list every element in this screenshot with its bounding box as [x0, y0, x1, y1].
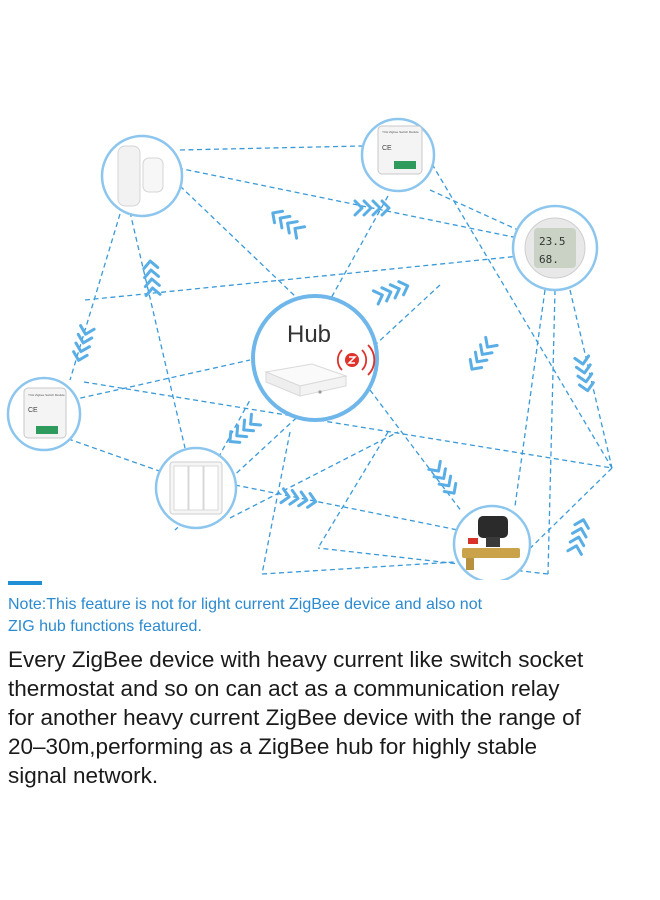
link: [234, 484, 459, 531]
flow-arrow: [427, 459, 462, 499]
hub-label: Hub: [287, 321, 331, 348]
description-line: Every ZigBee device with heavy current l…: [8, 647, 584, 672]
zigbee-mesh-diagram: YCH Zigbee Switch Module CE 23.5 68. YCH…: [6, 117, 613, 580]
link: [329, 195, 389, 301]
link: [69, 213, 121, 381]
thermostat-node: 23.5 68.: [511, 204, 599, 292]
door-sensor-node: [100, 134, 184, 218]
flow-arrow: [70, 324, 96, 364]
svg-text:CE: CE: [28, 407, 38, 414]
svg-text:CE: CE: [382, 145, 392, 152]
note-line: Note:This feature is not for light curre…: [8, 596, 483, 613]
description-line: signal network.: [8, 763, 159, 788]
description-text: Every ZigBee device with heavy current l…: [8, 645, 656, 790]
link: [261, 431, 291, 575]
link: [179, 185, 321, 321]
svg-text:23.5: 23.5: [539, 235, 566, 248]
svg-text:68.: 68.: [539, 253, 559, 266]
hub-node: Hub: [251, 294, 379, 422]
link: [229, 431, 399, 519]
note-text: Note:This feature is not for light curre…: [8, 594, 648, 638]
flow-arrow: [223, 412, 262, 449]
link: [179, 145, 363, 151]
flow-arrow: [573, 354, 597, 394]
water-valve-node: [452, 504, 532, 580]
link: [514, 289, 546, 507]
zigbee-signal-icon: [336, 344, 376, 376]
link: [129, 211, 186, 449]
svg-text:YCH Zigbee Switch Module: YCH Zigbee Switch Module: [382, 130, 419, 134]
link: [547, 289, 556, 575]
link: [317, 431, 389, 549]
flow-arrow: [371, 277, 412, 306]
flow-arrow: [267, 205, 307, 240]
flow-arrow: [566, 516, 592, 556]
link: [71, 359, 251, 401]
wall-switch-node: [154, 446, 238, 530]
link: [569, 289, 613, 469]
note-line: ZIG hub functions featured.: [8, 618, 202, 635]
link: [83, 381, 613, 469]
svg-text:YCH Zigbee Switch Module: YCH Zigbee Switch Module: [28, 393, 65, 397]
link: [369, 389, 463, 513]
description-line: 20–30m,performing as a ZigBee hub for hi…: [8, 734, 538, 759]
flow-arrow: [353, 199, 391, 217]
link: [261, 561, 456, 575]
link: [429, 189, 519, 231]
link: [177, 167, 519, 239]
link: [431, 163, 613, 469]
switch-module-node-left: YCH Zigbee Switch Module CE: [6, 376, 82, 452]
flow-arrow: [141, 258, 162, 298]
link: [205, 399, 251, 481]
flow-arrow: [464, 335, 499, 375]
switch-module-node-top: YCH Zigbee Switch Module CE: [360, 117, 436, 193]
flow-arrow: [279, 487, 319, 511]
link: [59, 435, 163, 473]
description-line: for another heavy current ZigBee device …: [8, 705, 581, 730]
description-line: thermostat and so on can act as a commun…: [8, 676, 560, 701]
accent-bar: [8, 581, 42, 585]
